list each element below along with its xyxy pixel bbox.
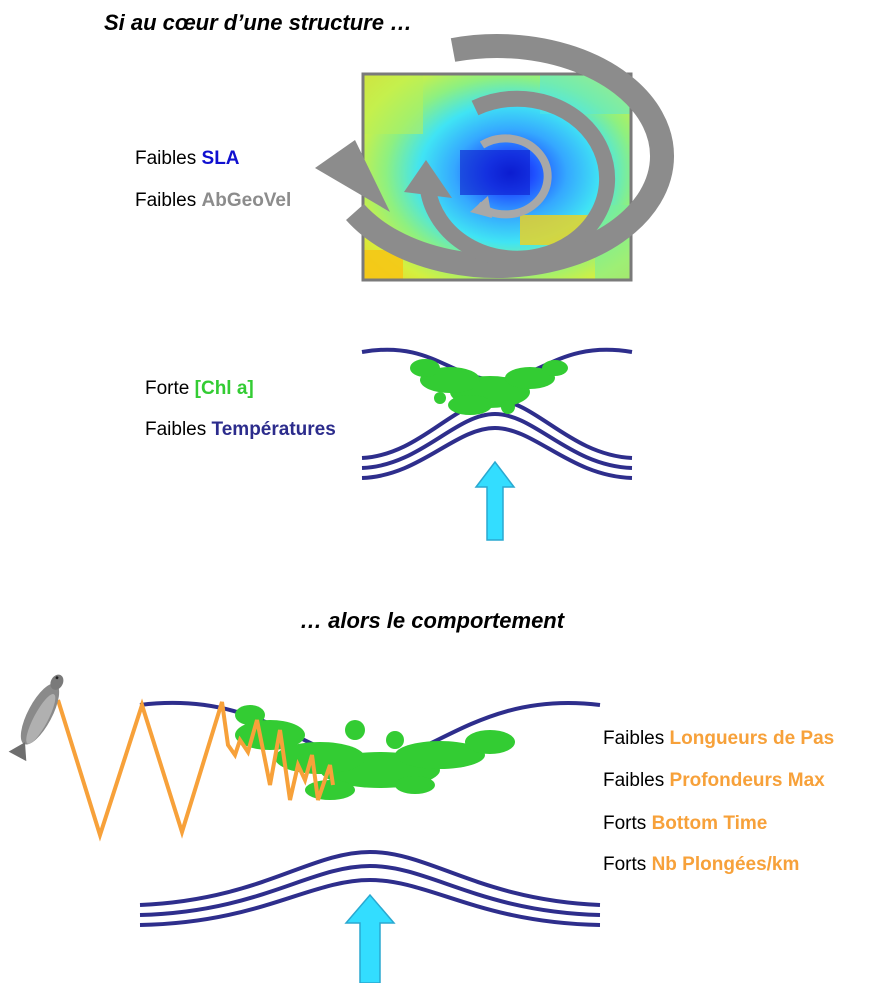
label-max-depth: Faibles Profondeurs Max — [603, 770, 825, 792]
bottom-title: … alors le comportement — [300, 608, 565, 633]
isopycnal-2 — [361, 411, 633, 470]
label-prefix: Forts — [603, 813, 647, 834]
label-abgeovel: Faibles AbGeoVel — [135, 190, 291, 212]
middle-eddy-arrow — [420, 90, 616, 267]
label-dives-per-km: Forts Nb Plongées/km — [603, 854, 799, 876]
label-term-abgeovel: AbGeoVel — [201, 190, 292, 211]
eddy-arrows — [315, 34, 674, 279]
label-chl: Forte [Chl a] — [145, 378, 254, 400]
label-prefix: Faibles — [135, 148, 197, 169]
dive-trajectory — [56, 698, 335, 842]
label-term-max-depth: Profondeurs Max — [669, 770, 825, 791]
label-term-sla: SLA — [201, 148, 240, 169]
chlorophyll-patch-middle — [410, 359, 568, 415]
inner-eddy-arrow — [475, 134, 552, 219]
upwelling-section-middle — [361, 347, 633, 541]
isopycnal-3 — [139, 877, 601, 927]
label-prefix: Faibles — [135, 190, 197, 211]
upwelling-arrow-bottom — [344, 893, 396, 983]
label-sla: Faibles SLA — [135, 148, 240, 170]
label-term-dives-per-km: Nb Plongées/km — [651, 854, 800, 875]
label-term-step-length: Longueurs de Pas — [669, 728, 835, 749]
label-prefix: Forts — [603, 854, 647, 875]
label-prefix: Faibles — [603, 728, 665, 749]
middle-eddy-arrow-head — [404, 160, 452, 198]
dive-path — [56, 698, 335, 842]
isopycnal-3 — [361, 425, 633, 480]
surface-isopycnal — [361, 347, 633, 383]
upwelling-arrow-middle — [474, 460, 516, 541]
label-temperatures: Faibles Températures — [145, 419, 336, 441]
label-step-length: Faibles Longueurs de Pas — [603, 728, 834, 750]
label-prefix: Faibles — [145, 419, 207, 440]
label-term-bottom-time: Bottom Time — [651, 813, 768, 834]
label-term-chl: [Chl a] — [194, 378, 254, 399]
label-prefix: Forte — [145, 378, 190, 399]
label-prefix: Faibles — [603, 770, 665, 791]
top-title: Si au cœur d’une structure … — [104, 10, 413, 35]
label-bottom-time: Forts Bottom Time — [603, 813, 767, 835]
inner-eddy-arrow-head — [470, 196, 492, 218]
outer-eddy-arrow-head — [315, 140, 390, 212]
isopycnal-1 — [139, 849, 601, 907]
upwelling-section-bottom — [139, 700, 601, 983]
outer-eddy-arrow — [346, 34, 674, 279]
seal-icon — [8, 674, 64, 762]
isopycnal-2 — [139, 863, 601, 917]
label-term-temperatures: Températures — [211, 419, 336, 440]
